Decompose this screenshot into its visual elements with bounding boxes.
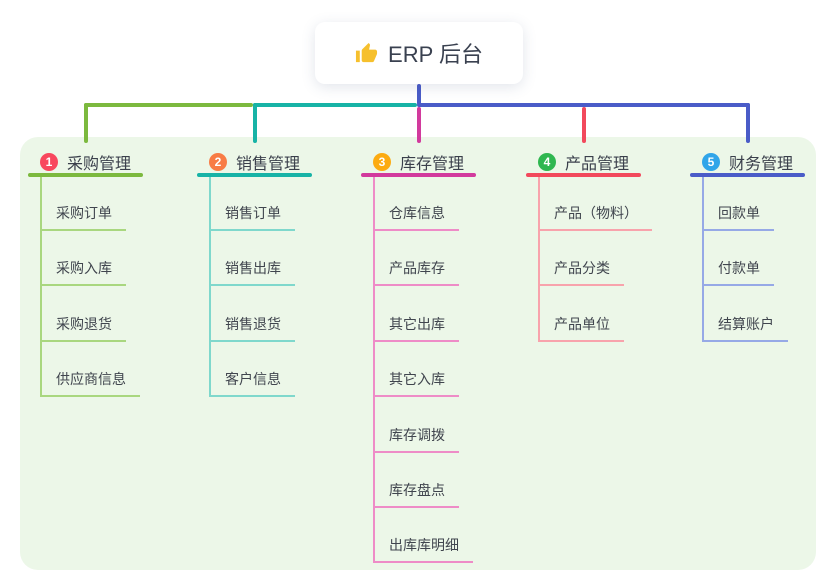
branch-title[interactable]: 4 产品管理 bbox=[538, 152, 630, 173]
child-node[interactable]: 出库库明细 bbox=[373, 535, 473, 564]
child-node[interactable]: 产品分类 bbox=[538, 258, 624, 287]
child-node[interactable]: 其它入库 bbox=[373, 369, 459, 398]
branch-child-line bbox=[40, 177, 42, 398]
branch-number-badge: 2 bbox=[209, 153, 227, 171]
child-node[interactable]: 供应商信息 bbox=[40, 369, 140, 398]
child-node[interactable]: 销售出库 bbox=[209, 258, 295, 287]
branch-3: 3 库存管理仓库信息产品库存其它出库其它入库库存调拨库存盘点出库库明细 bbox=[361, 0, 521, 588]
branch-child-line bbox=[209, 177, 211, 398]
connector-drop-3 bbox=[416, 107, 421, 143]
branch-1: 1 采购管理采购订单采购入库采购退货供应商信息 bbox=[28, 0, 188, 588]
branch-underline bbox=[690, 173, 805, 177]
child-node[interactable]: 客户信息 bbox=[209, 369, 295, 398]
connector-drop-2 bbox=[252, 103, 257, 143]
connector-drop-5 bbox=[745, 103, 750, 143]
branch-title-label: 库存管理 bbox=[400, 156, 465, 173]
connector-drop-1 bbox=[83, 103, 88, 143]
child-node[interactable]: 产品库存 bbox=[373, 258, 459, 287]
branch-number-badge: 3 bbox=[373, 153, 391, 171]
connector-h-segment-1 bbox=[83, 103, 253, 107]
child-node[interactable]: 其它出库 bbox=[373, 314, 459, 342]
branch-underline bbox=[197, 173, 312, 177]
branch-5: 5 财务管理回款单付款单结算账户 bbox=[690, 0, 839, 588]
branch-number-badge: 5 bbox=[702, 153, 720, 171]
child-node[interactable]: 仓库信息 bbox=[373, 203, 459, 231]
child-node[interactable]: 销售订单 bbox=[209, 203, 295, 231]
branch-title-label: 财务管理 bbox=[729, 156, 794, 173]
branch-title-label: 销售管理 bbox=[236, 156, 301, 173]
child-node[interactable]: 采购退货 bbox=[40, 314, 126, 342]
connector-h-segment-3 bbox=[416, 103, 750, 107]
branch-child-line bbox=[373, 177, 375, 564]
branch-title[interactable]: 1 采购管理 bbox=[40, 152, 132, 173]
child-node[interactable]: 采购入库 bbox=[40, 258, 126, 287]
connector-drop-4 bbox=[581, 107, 586, 143]
branch-title-label: 产品管理 bbox=[565, 156, 630, 173]
child-node[interactable]: 采购订单 bbox=[40, 203, 126, 231]
branch-underline bbox=[526, 173, 641, 177]
child-node[interactable]: 付款单 bbox=[702, 258, 774, 287]
branch-title[interactable]: 2 销售管理 bbox=[209, 152, 301, 173]
child-node[interactable]: 产品（物料） bbox=[538, 203, 652, 231]
thumbs-up-icon bbox=[355, 42, 378, 62]
child-node[interactable]: 库存盘点 bbox=[373, 480, 459, 508]
child-node[interactable]: 库存调拨 bbox=[373, 425, 459, 453]
branch-4: 4 产品管理产品（物料） 产品分类产品单位 bbox=[526, 0, 686, 588]
root-connector-line bbox=[417, 84, 421, 105]
branch-child-line bbox=[538, 177, 540, 342]
branch-underline bbox=[361, 173, 476, 177]
child-node[interactable]: 产品单位 bbox=[538, 314, 624, 342]
branch-number-badge: 4 bbox=[538, 153, 556, 171]
branch-title-label: 采购管理 bbox=[67, 156, 132, 173]
branch-title[interactable]: 5 财务管理 bbox=[702, 152, 794, 173]
child-node[interactable]: 回款单 bbox=[702, 203, 774, 231]
branch-number-badge: 1 bbox=[40, 153, 58, 171]
branch-title[interactable]: 3 库存管理 bbox=[373, 152, 465, 173]
branch-child-line bbox=[702, 177, 704, 342]
root-node[interactable]: ERP 后台 bbox=[315, 22, 523, 84]
branch-underline bbox=[28, 173, 143, 177]
root-node-label: ERP 后台 bbox=[388, 42, 483, 67]
branch-2: 2 销售管理销售订单销售出库销售退货客户信息 bbox=[197, 0, 357, 588]
branches-panel bbox=[20, 137, 816, 570]
connector-h-segment-2 bbox=[252, 103, 417, 107]
child-node[interactable]: 结算账户 bbox=[702, 314, 788, 342]
child-node[interactable]: 销售退货 bbox=[209, 314, 295, 342]
